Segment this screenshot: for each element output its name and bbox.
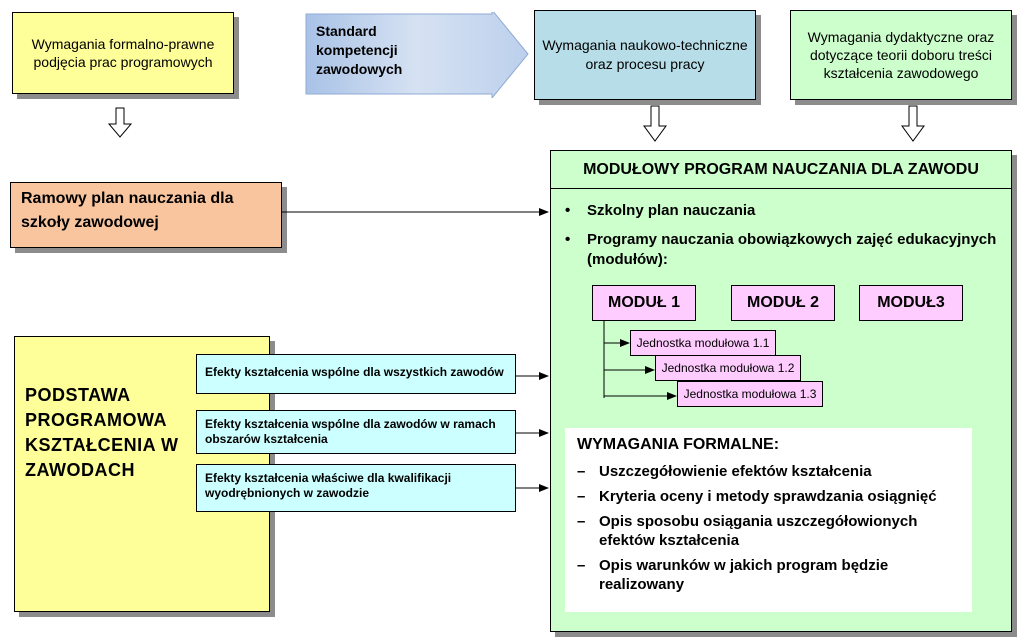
unit-1-2-box: Jednostka modułowa 1.2 xyxy=(655,355,801,381)
effect-common-all-text: Efekty kształcenia wspólne dla wszystkic… xyxy=(205,365,504,379)
formal-item: Opis sposobu osiągania uszczegółowionych… xyxy=(577,512,967,550)
unit-1-3-box: Jednostka modułowa 1.3 xyxy=(677,381,823,407)
standard-arrow-shape xyxy=(305,12,529,98)
down-arrow-icon xyxy=(643,105,667,142)
module-1-label: MODUŁ 1 xyxy=(608,294,680,311)
formal-requirements-panel: WYMAGANIA FORMALNE: Uszczegółowienie efe… xyxy=(565,428,972,612)
program-bullet-list: Szkolny plan nauczania Programy nauczani… xyxy=(563,201,1003,279)
effect-common-area-text: Efekty kształcenia wspólne dla zawodów w… xyxy=(205,417,496,446)
effect-common-area-box: Efekty kształcenia wspólne dla zawodów w… xyxy=(196,410,516,454)
down-arrow-icon xyxy=(107,107,133,138)
module-2-box: MODUŁ 2 xyxy=(731,285,835,321)
didactic-requirements-text: Wymagania dydaktyczne oraz dotyczące teo… xyxy=(807,29,995,81)
formal-item: Uszczegółowienie efektów kształcenia xyxy=(577,462,967,481)
framework-plan-box: Ramowy plan nauczania dla szkoły zawodow… xyxy=(10,182,282,248)
effect-common-all-box: Efekty kształcenia wspólne dla wszystkic… xyxy=(196,354,516,394)
technical-requirements-box: Wymagania naukowo-techniczne oraz proces… xyxy=(534,10,756,100)
unit-1-1-label: Jednostka modułowa 1.1 xyxy=(636,336,770,350)
unit-1-1-box: Jednostka modułowa 1.1 xyxy=(630,330,776,356)
modular-program-title: MODUŁOWY PROGRAM NAUCZANIA DLA ZAWODU xyxy=(551,151,1011,189)
down-arrow-icon xyxy=(901,105,925,142)
module-1-box: MODUŁ 1 xyxy=(592,285,696,321)
formal-item: Opis warunków w jakich program będzie re… xyxy=(577,556,967,594)
module-3-box: MODUŁ3 xyxy=(859,285,963,321)
core-curriculum-label: PODSTAWA PROGRAMOWA KSZTAŁCENIA W ZAWODA… xyxy=(25,385,179,480)
unit-1-3-label: Jednostka modułowa 1.3 xyxy=(683,387,817,401)
legal-requirements-box: Wymagania formalno-prawne podjęcia prac … xyxy=(12,12,234,94)
module-2-label: MODUŁ 2 xyxy=(747,294,819,311)
competence-standard-text: Standard kompetencji zawodowych xyxy=(316,23,403,77)
legal-requirements-text: Wymagania formalno-prawne podjęcia prac … xyxy=(31,36,215,70)
bullet-school-plan: Szkolny plan nauczania xyxy=(563,201,1003,221)
module-3-label: MODUŁ3 xyxy=(877,294,945,311)
effect-qualification-box: Efekty kształcenia właściwe dla kwalifik… xyxy=(196,464,516,512)
didactic-requirements-box: Wymagania dydaktyczne oraz dotyczące teo… xyxy=(790,10,1012,100)
effect-qualification-text: Efekty kształcenia właściwe dla kwalifik… xyxy=(205,471,452,500)
formal-item: Kryteria oceny i metody sprawdzania osią… xyxy=(577,487,967,506)
formal-requirements-title: WYMAGANIA FORMALNE: xyxy=(577,436,780,453)
bullet-curricula: Programy nauczania obowiązkowych zajęć e… xyxy=(563,230,1003,270)
formal-requirements-list: Uszczegółowienie efektów kształcenia Kry… xyxy=(577,462,967,600)
framework-plan-text: Ramowy plan nauczania dla szkoły zawodow… xyxy=(21,190,234,231)
unit-1-2-label: Jednostka modułowa 1.2 xyxy=(661,361,795,375)
technical-requirements-text: Wymagania naukowo-techniczne oraz proces… xyxy=(542,37,748,72)
